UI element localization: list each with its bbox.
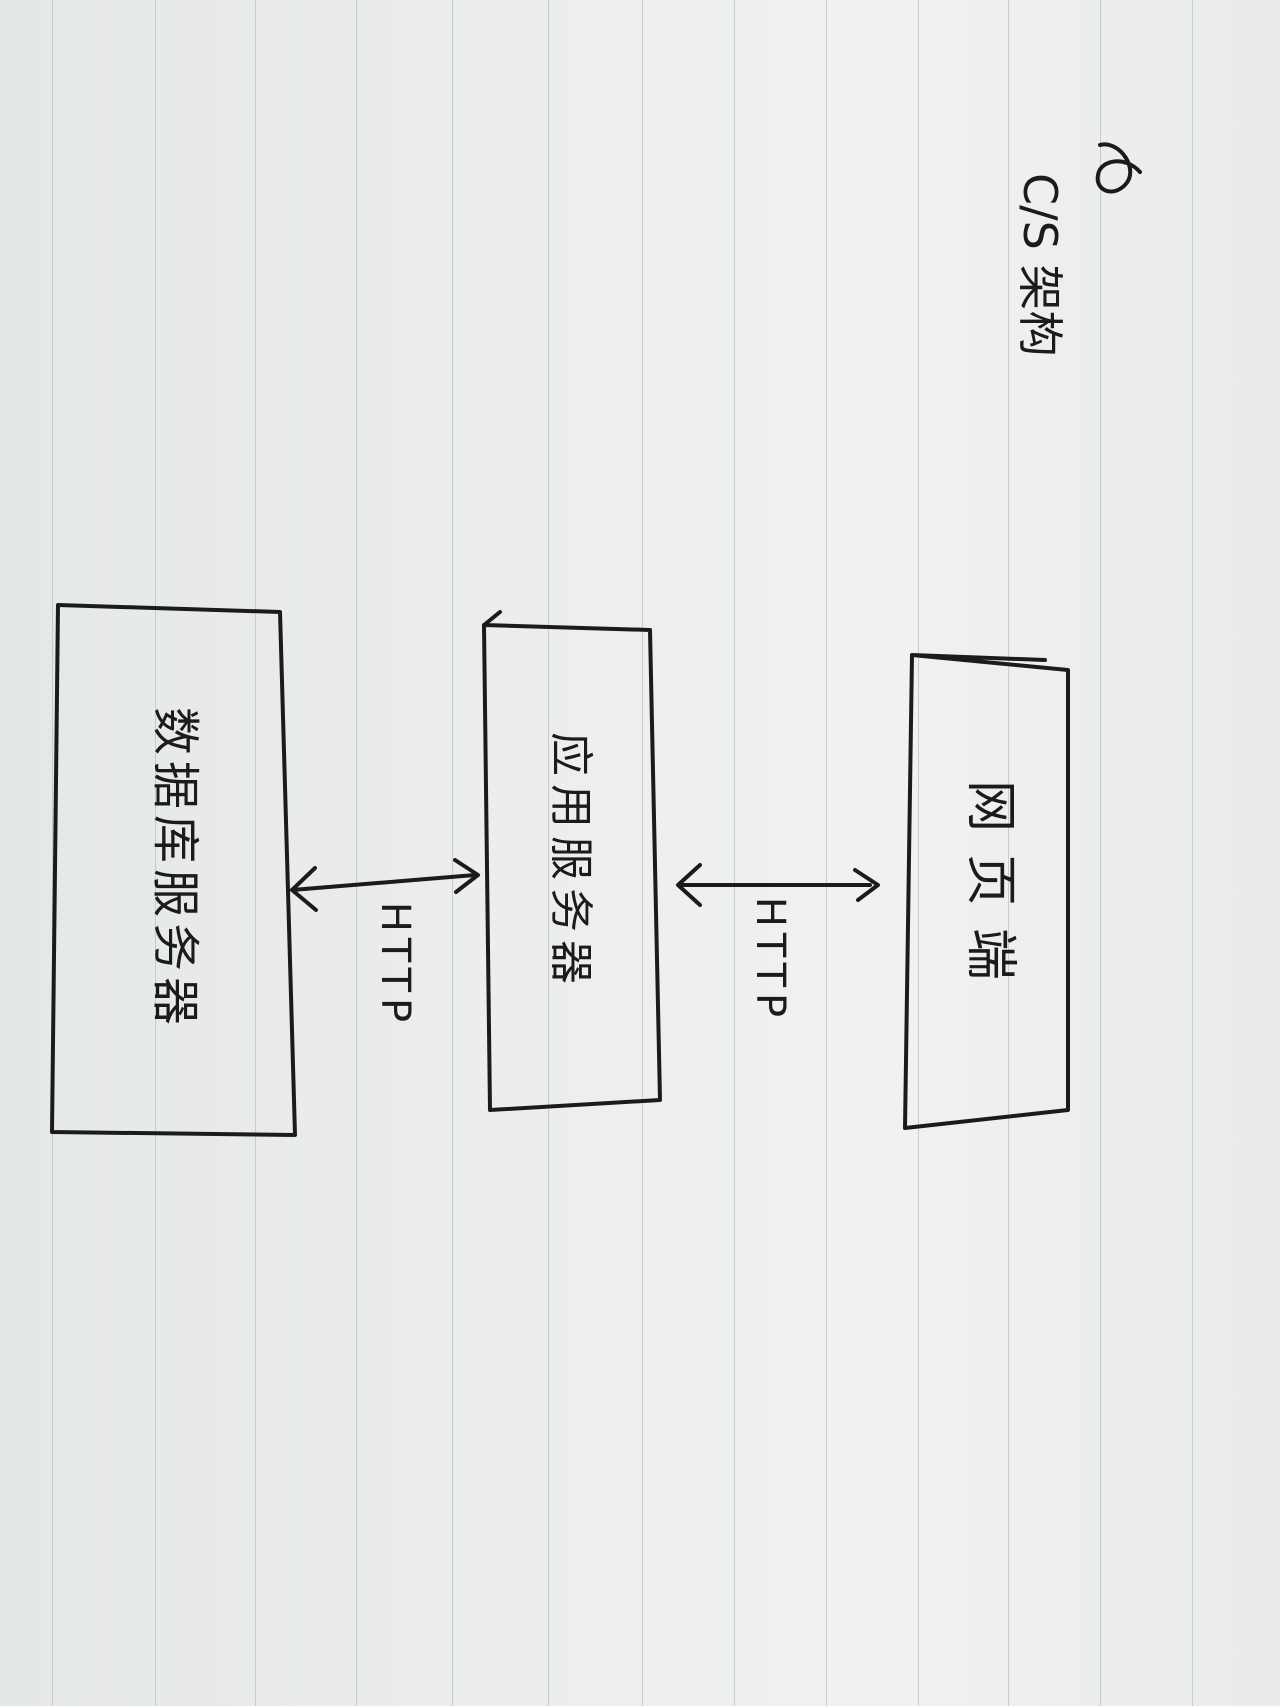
rule-line <box>826 0 827 1706</box>
rule-line <box>918 0 919 1706</box>
rule-line <box>734 0 735 1706</box>
db-server-box <box>50 603 297 1137</box>
rule-line <box>1100 0 1101 1706</box>
web-client-box <box>903 653 1070 1130</box>
connector-label-http-bottom: HTTP <box>372 901 418 1029</box>
scribble-mark <box>1095 142 1142 194</box>
rule-line <box>1192 0 1193 1706</box>
connector-label-http-top: HTTP <box>747 896 793 1024</box>
rule-line <box>52 0 53 1706</box>
http-arrow-bottom <box>290 858 480 912</box>
rule-line <box>356 0 357 1706</box>
rule-line <box>452 0 453 1706</box>
rule-line <box>155 0 156 1706</box>
rule-line <box>642 0 643 1706</box>
rule-line <box>255 0 256 1706</box>
http-arrow-top <box>676 863 880 907</box>
tier-label-web-client: 网页端 <box>960 779 1020 1002</box>
diagram-title: C/S 架构 <box>1013 173 1067 357</box>
app-server-box <box>482 610 662 1112</box>
rule-line <box>548 0 549 1706</box>
tier-label-db-server: 数据库服务器 <box>147 706 203 1031</box>
rule-line <box>1008 0 1009 1706</box>
tier-label-app-server: 应用服务器 <box>545 732 596 992</box>
